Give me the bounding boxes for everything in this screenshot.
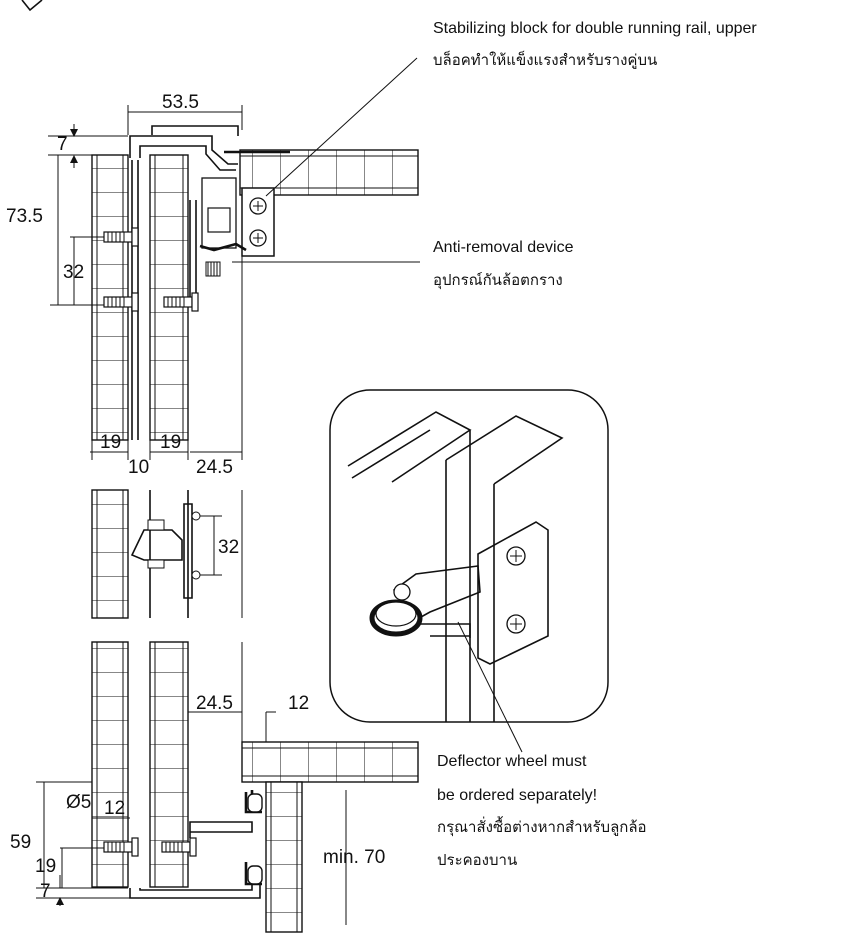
left-panel-middle xyxy=(91,489,129,619)
dim-screw-pitch-upper: 32 xyxy=(63,262,84,283)
dim-lower-7: 7 xyxy=(40,881,51,902)
dim-inner-gap: 12 xyxy=(104,798,125,819)
dim-lower-19: 19 xyxy=(35,856,56,877)
screw-lower-1 xyxy=(103,837,139,857)
dim-lower-gap: 12 xyxy=(288,693,309,714)
dimension-lines-upper: 53.5 7 73.5 32 19 19 10 24.5 xyxy=(6,92,243,478)
deflector-label-en-1: Deflector wheel must xyxy=(437,753,587,770)
upper-section: 53.5 7 73.5 32 19 19 10 24.5 xyxy=(6,92,419,478)
callouts: Stabilizing block for double running rai… xyxy=(232,20,757,869)
bottom-rail-profile xyxy=(129,790,263,899)
lower-vertical-panel xyxy=(265,781,303,933)
dimension-lines-lower: 24.5 12 Ø5 12 59 19 7 min. 70 xyxy=(10,693,385,925)
dim-hole-dia: Ø5 xyxy=(66,792,91,813)
stabilizing-label-en: Stabilizing block for double running rai… xyxy=(433,20,757,37)
anti-removal-assembly xyxy=(199,177,247,277)
dim-panel-a: 19 xyxy=(100,432,121,453)
antiremoval-label-en: Anti-removal device xyxy=(433,239,574,256)
bottom-horizontal-panel xyxy=(241,741,419,783)
antiremoval-label-th: อุปกรณ์กันล้อตกราง xyxy=(433,271,563,290)
stabilizing-block xyxy=(241,187,275,257)
screw-upper-3 xyxy=(163,292,199,312)
dim-screw-pitch-mid: 32 xyxy=(218,537,239,558)
deflector-wheel-side xyxy=(130,519,183,569)
deflector-label-th-2: ประคองบาน xyxy=(437,851,517,869)
screw-lower-2 xyxy=(161,837,197,857)
deflector-label-en-2: be ordered separately! xyxy=(437,787,597,804)
lower-section: 24.5 12 Ø5 12 59 19 7 min. 70 xyxy=(10,641,419,933)
screw-upper-2 xyxy=(103,292,139,312)
dim-offset-lower: 24.5 xyxy=(196,693,233,714)
dim-height-block: 73.5 xyxy=(6,206,43,227)
dimension-lines-middle: 32 xyxy=(200,515,239,576)
dim-width-top: 53.5 xyxy=(162,92,199,113)
stabilizing-label-th: บล็อคทำให้แข็งแรงสำหรับรางคู่บน xyxy=(433,50,657,69)
detail-inset xyxy=(329,389,609,723)
middle-section: 32 xyxy=(91,489,243,619)
dim-gap-between: 10 xyxy=(128,457,149,478)
dim-panel-b: 19 xyxy=(160,432,181,453)
corner-fragment xyxy=(21,0,43,12)
dim-offset-front: 24.5 xyxy=(196,457,233,478)
deflector-label-th-1: กรุณาสั่งซื้อต่างหากสำหรับลูกล้อ xyxy=(437,816,647,837)
dim-min-height: min. 70 xyxy=(323,847,385,868)
dim-gap-top: 7 xyxy=(57,134,68,155)
dim-height-lower: 59 xyxy=(10,832,31,853)
top-rail-profile xyxy=(129,135,238,171)
